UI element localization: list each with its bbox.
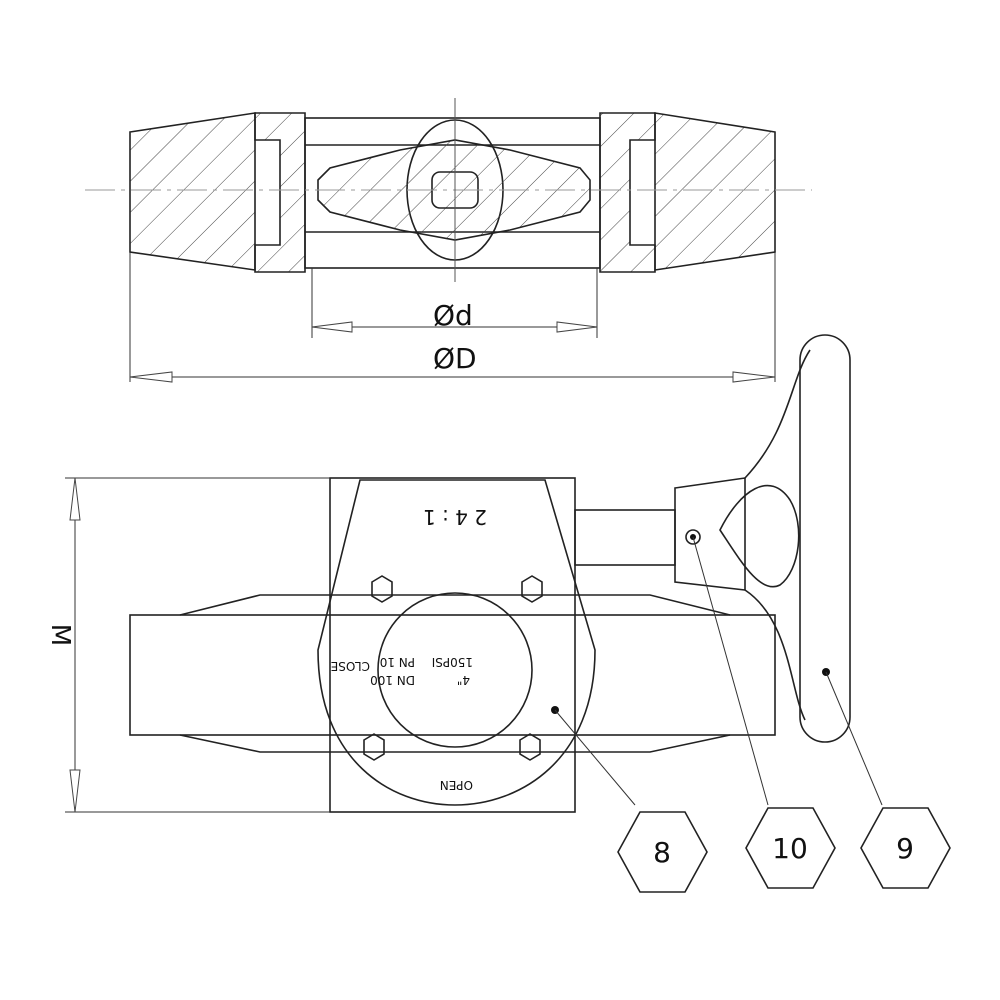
outer-diameter-label: ØD xyxy=(433,342,477,375)
svg-text:8: 8 xyxy=(653,836,671,869)
handwheel-hub xyxy=(674,477,746,591)
callout-8: 8 xyxy=(554,709,708,893)
plate-text: DN 100 4" PN 10 150PSI CLOSE OPEN xyxy=(331,655,473,792)
dn-label: DN 100 xyxy=(370,673,415,687)
svg-text:9: 9 xyxy=(896,832,914,865)
valve-body xyxy=(129,614,776,736)
close-label: CLOSE xyxy=(331,659,370,673)
inner-diameter-label: Ød xyxy=(433,299,473,332)
valve-elevation xyxy=(129,334,851,813)
gearbox-housing xyxy=(329,477,576,813)
indicator-plate xyxy=(317,479,596,806)
svg-text:10: 10 xyxy=(772,832,808,865)
position-indicator xyxy=(377,592,533,748)
liner-left xyxy=(254,112,306,273)
callout-10: 10 xyxy=(692,536,836,889)
handwheel xyxy=(799,334,851,743)
handwheel-grip xyxy=(719,484,800,588)
open-label: OPEN xyxy=(440,778,473,792)
psi-label: 150PSI xyxy=(432,655,473,669)
height-label: M xyxy=(45,624,75,646)
section-view xyxy=(85,98,812,282)
body-left xyxy=(129,112,256,271)
callout-9: 9 xyxy=(825,671,951,889)
input-shaft xyxy=(574,509,676,566)
grease-nipple xyxy=(685,529,701,545)
pn-label: PN 10 xyxy=(380,655,415,669)
ratio-label: 2 4 : 1 xyxy=(423,505,487,529)
bolt-heads xyxy=(363,575,543,761)
body-right xyxy=(654,112,776,271)
dimension-D xyxy=(129,252,776,383)
svg-text:2 4 : 1: 2 4 : 1 xyxy=(423,505,487,529)
liner-right xyxy=(599,112,656,273)
bore xyxy=(304,117,601,269)
dimension-d xyxy=(311,268,598,338)
inch-label: 4" xyxy=(457,673,470,687)
dimension-M xyxy=(65,477,330,813)
